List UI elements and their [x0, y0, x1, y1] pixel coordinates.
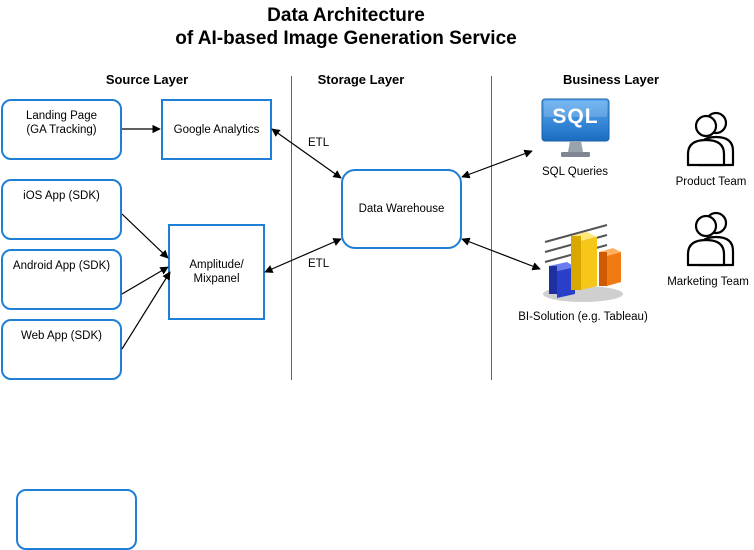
storage-layer-heading: Storage Layer [317, 72, 405, 87]
bi-solution-label: BI-Solution (e.g. Tableau) [518, 311, 648, 323]
data-warehouse-box[interactable]: Data Warehouse [341, 169, 462, 249]
diagram-title-line2: of AI-based Image Generation Service [175, 28, 517, 49]
diagram-title-line1: Data Architecture [267, 5, 425, 26]
google-analytics-box[interactable]: Google Analytics [161, 99, 272, 160]
web-app-box[interactable]: Web App (SDK) [1, 319, 122, 380]
landing-page-box[interactable]: Landing Page (GA Tracking) [1, 99, 122, 160]
sql-database-icon: SQL [541, 98, 610, 160]
arrow-warehouse-bi [461, 237, 541, 271]
arrow-ga-warehouse [271, 128, 342, 179]
amplitude-mixpanel-box[interactable]: Amplitude/ Mixpanel [168, 224, 265, 320]
android-app-box[interactable]: Android App (SDK) [1, 249, 122, 310]
arrow-amplitude-warehouse [264, 238, 342, 273]
arrow-web-to-amplitude [121, 271, 171, 350]
arrow-android-to-amplitude [121, 266, 169, 295]
sql-icon-text: SQL [552, 105, 599, 128]
source-layer-heading: Source Layer [105, 72, 189, 87]
arrow-ios-to-amplitude [121, 213, 169, 259]
business-layer-heading: Business Layer [562, 72, 660, 87]
divider-source-storage [291, 76, 292, 380]
empty-box[interactable] [16, 489, 137, 550]
arrow-warehouse-sql [461, 149, 533, 179]
bi-chart-icon [541, 222, 625, 304]
marketing-team-user-icon [686, 209, 736, 267]
divider-storage-business [491, 76, 492, 380]
product-team-user-icon [686, 109, 736, 167]
sql-queries-label: SQL Queries [541, 166, 609, 178]
marketing-team-label: Marketing Team [667, 276, 749, 288]
product-team-label: Product Team [675, 176, 747, 188]
ios-app-box[interactable]: iOS App (SDK) [1, 179, 122, 240]
